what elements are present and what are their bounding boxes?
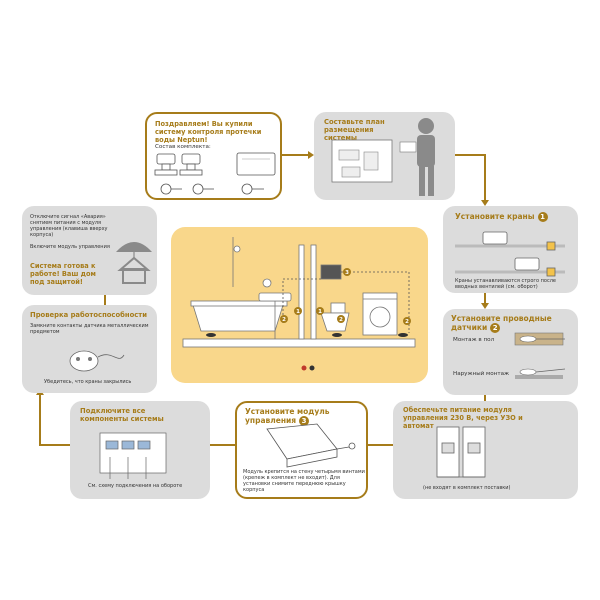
breakers-illustration: [436, 426, 486, 478]
installation-scene: 1 1 2 2 2 3: [171, 227, 428, 383]
step-check-note: Замкните контакты датчика металлическим …: [30, 323, 149, 335]
step-sensors-number: 2: [490, 323, 501, 333]
step-power-title: Обеспечьте питание модуля управления 230…: [403, 406, 523, 430]
sensor-floor-label: Монтаж в пол: [453, 337, 495, 343]
center-marker-2c: 2: [405, 319, 409, 325]
valves-illustration: [455, 231, 565, 277]
step-connect-title: Подключите все компоненты системы: [80, 407, 164, 423]
step-ready-card: Отключите сигнал «Авария» снятием питани…: [22, 206, 157, 295]
step-connect-card: Подключите все компоненты системы См. сх…: [70, 401, 210, 499]
center-marker-1b: 1: [318, 309, 322, 315]
person-icon: [417, 118, 435, 196]
connection-illustration: [99, 432, 167, 479]
step-module-number: 3: [299, 416, 310, 426]
step-congrats-subtitle: Состав комплекта:: [155, 144, 211, 150]
house-umbrella-icon: [116, 242, 152, 284]
sensors-illustration: [514, 332, 566, 379]
step-power-card: Обеспечьте питание модуля управления 230…: [393, 401, 578, 499]
plan-illustration: [331, 118, 435, 196]
step-valves-title-text: Установите краны: [455, 212, 535, 221]
step-ready-note2: Включите модуль управления: [30, 244, 110, 250]
step-check-card: Проверка работоспособности Замкните конт…: [22, 305, 157, 393]
center-marker-3: 3: [345, 270, 349, 276]
step-plan-card: Составьте план размещения системы: [314, 112, 455, 200]
center-marker-2a: 2: [282, 317, 286, 323]
step-congrats-card: Поздравляем! Вы купили систему контроля …: [145, 112, 282, 200]
check-illustration: [69, 350, 125, 372]
bathroom-illustration: 1 1 2 2 2 3: [182, 237, 416, 371]
sensor-icon: [160, 183, 264, 195]
step-check-title: Проверка работоспособности: [30, 311, 147, 319]
control-module-icon: [236, 152, 276, 176]
step-ready-title: Система готова к работе! Ваш дом под защ…: [30, 262, 96, 286]
step-ready-note: Отключите сигнал «Авария» снятием питани…: [30, 214, 108, 238]
step-valves-number: 1: [537, 212, 548, 222]
step-check-note2: Убедитесь, что краны закрылись: [44, 379, 132, 385]
step-module-title-text: Установите модуль управления: [245, 407, 330, 425]
module-illustration: [266, 423, 356, 468]
step-congrats-title: Поздравляем! Вы купили систему контроля …: [155, 120, 262, 144]
center-marker-2b: 2: [339, 317, 343, 323]
kit-illustration: [154, 152, 276, 195]
step-plan-title: Составьте план размещения системы: [324, 118, 385, 142]
step-valves-note: Краны устанавливаются строго после вводн…: [455, 278, 557, 290]
step-power-note: (не входят в комплект поставки): [423, 485, 511, 491]
step-sensors-title-text: Установите проводные датчики: [451, 314, 552, 332]
step-module-note: Модуль крепится на стену четырьмя винтам…: [243, 469, 365, 493]
center-marker-1a: 1: [296, 309, 300, 315]
step-connect-note: См. схему подключения на обороте: [88, 483, 183, 489]
valve-icon: [154, 153, 203, 176]
sensor-surface-label: Наружный монтаж: [453, 371, 510, 377]
